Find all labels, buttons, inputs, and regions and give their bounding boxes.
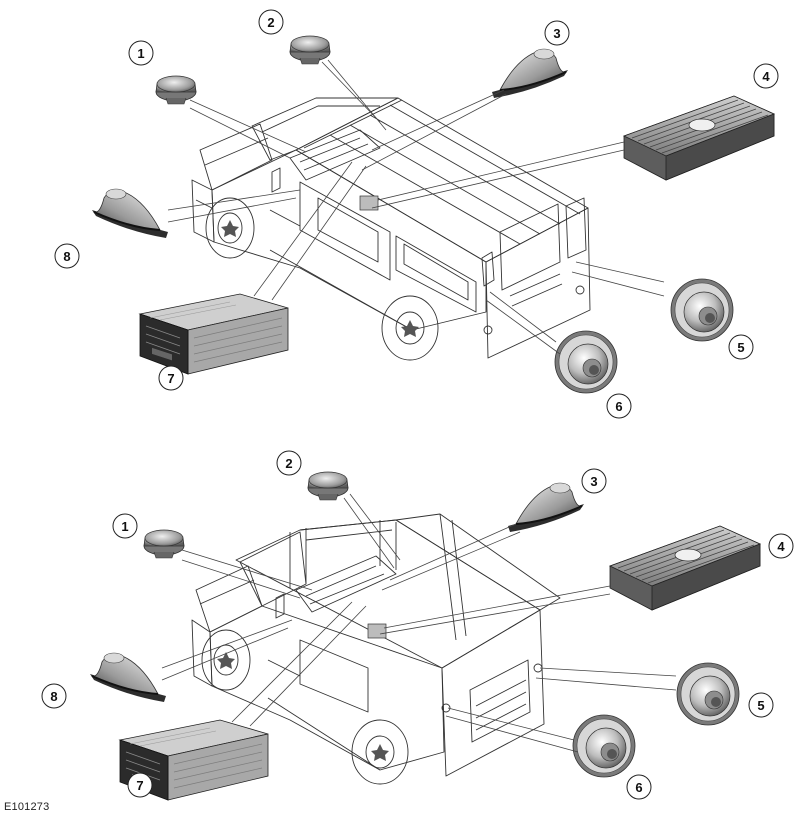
- callout-top-7: 7: [158, 365, 184, 391]
- reference-code: E101273: [4, 801, 50, 813]
- vehicle-outline-station-wagon: [191, 97, 591, 361]
- svg-text:2: 2: [267, 15, 274, 30]
- svg-text:5: 5: [737, 340, 744, 355]
- callout-bottom-6: 6: [626, 774, 652, 800]
- svg-text:1: 1: [137, 46, 144, 61]
- svg-text:3: 3: [590, 474, 597, 489]
- callout-bottom-4: 4: [768, 533, 794, 559]
- tweeter-speaker-right: [289, 35, 331, 65]
- midrange-speaker-left: [91, 188, 169, 239]
- leader-lines-bottom: [161, 493, 677, 753]
- amplifier: [609, 525, 761, 611]
- panel-soft-top: 1 2 3 4 5 6 7 8: [41, 450, 794, 801]
- svg-text:8: 8: [63, 249, 70, 264]
- svg-text:4: 4: [777, 539, 785, 554]
- svg-text:8: 8: [50, 689, 57, 704]
- rear-speaker-right: [676, 662, 740, 726]
- callout-top-5: 5: [728, 334, 754, 360]
- leader-lines-top: [167, 59, 665, 355]
- svg-text:7: 7: [136, 778, 143, 793]
- callout-bottom-7: 7: [127, 772, 153, 798]
- radio-head-unit: [139, 293, 289, 375]
- svg-text:1: 1: [121, 519, 128, 534]
- callout-top-3: 3: [544, 20, 570, 46]
- midrange-speaker-left: [89, 652, 167, 703]
- svg-text:4: 4: [762, 69, 770, 84]
- vehicle-outline-soft-top: [191, 513, 561, 785]
- callout-top-2: 2: [258, 9, 284, 35]
- svg-text:6: 6: [635, 780, 642, 795]
- rear-speaker-left: [554, 330, 618, 394]
- tweeter-speaker-right: [307, 471, 349, 501]
- rear-speaker-left: [572, 714, 636, 778]
- callout-bottom-3: 3: [581, 468, 607, 494]
- tweeter-speaker-left: [143, 529, 185, 559]
- callout-bottom-1: 1: [112, 513, 138, 539]
- svg-text:6: 6: [615, 399, 622, 414]
- callout-bottom-5: 5: [748, 692, 774, 718]
- svg-text:2: 2: [285, 456, 292, 471]
- callout-top-1: 1: [128, 40, 154, 66]
- midrange-speaker-right: [507, 482, 585, 533]
- rear-speaker-right: [670, 278, 734, 342]
- callout-top-6: 6: [606, 393, 632, 419]
- svg-text:7: 7: [167, 371, 174, 386]
- callout-bottom-8: 8: [41, 683, 67, 709]
- svg-text:5: 5: [757, 698, 764, 713]
- callout-bottom-2: 2: [276, 450, 302, 476]
- tweeter-speaker-left: [155, 75, 197, 105]
- callout-top-8: 8: [54, 243, 80, 269]
- callout-top-4: 4: [753, 63, 779, 89]
- panel-station-wagon: 1 2 3 4 5 6 7 8: [54, 9, 779, 419]
- svg-text:3: 3: [553, 26, 560, 41]
- amplifier: [623, 95, 775, 181]
